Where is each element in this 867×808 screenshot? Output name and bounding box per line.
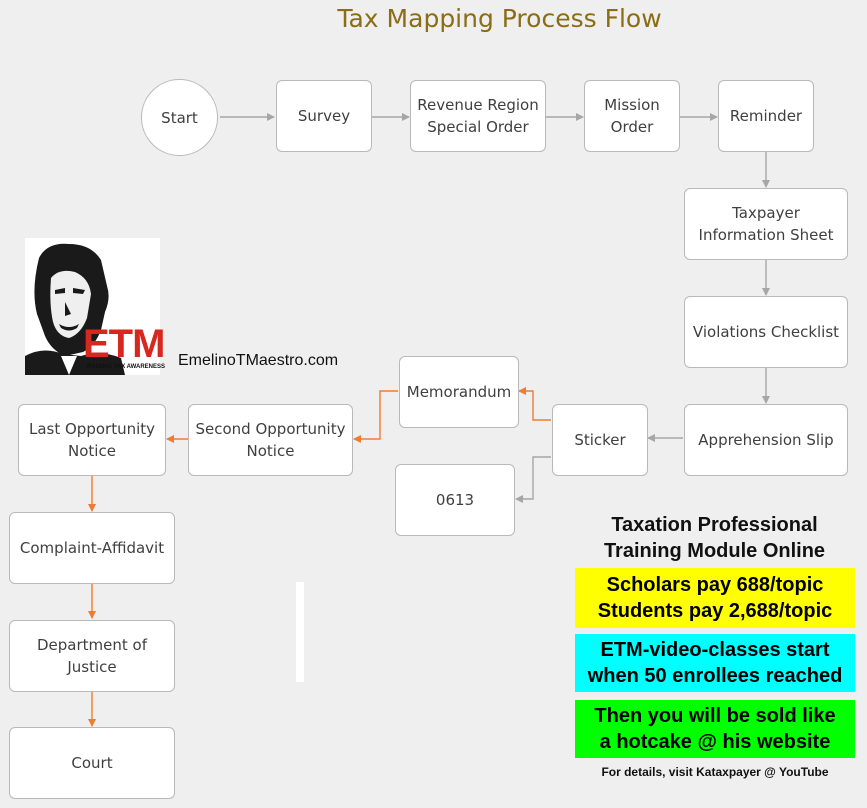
node-apprehension-label: Apprehension Slip: [698, 431, 834, 449]
promo-box-pricing-line2: Students pay 2,688/topic: [597, 600, 833, 622]
node-mission-order: Mission Order: [584, 80, 680, 152]
node-sticker-label: Sticker: [574, 431, 626, 449]
node-start-label: Start: [161, 108, 198, 127]
portrait-silhouette-icon: [25, 238, 160, 375]
etm-logo: ETM RAISING TAX AWARENESS: [25, 238, 165, 375]
node-second-label-line2: Notice: [246, 442, 295, 460]
promo-box-pricing: Scholars pay 688/topic Students pay 2,68…: [575, 568, 855, 628]
website-label: EmelinoTMaestro.com: [178, 352, 339, 369]
page-title: Tax Mapping Process Flow: [337, 4, 662, 33]
node-revenue-region-special-order: Revenue Region Special Order: [410, 80, 546, 152]
promo-box-hotcake-line2: a hotcake @ his website: [599, 731, 831, 753]
node-mission-label-line2: Order: [610, 118, 654, 136]
node-doj-label-line1: Department of: [37, 636, 147, 654]
promo-heading: Taxation Professional Training Module On…: [574, 512, 855, 564]
logo-etm-text: ETM: [83, 322, 165, 366]
logo-tagline: RAISING TAX AWARENESS: [87, 364, 166, 370]
promo-box-classes: ETM-video-classes start when 50 enrollee…: [575, 634, 855, 692]
node-rrso-label-line1: Revenue Region: [417, 96, 539, 114]
node-0613: 0613: [395, 464, 515, 536]
node-survey-label: Survey: [297, 107, 351, 125]
node-complaint-label: Complaint-Affidavit: [19, 539, 165, 557]
node-taxpayer-information-sheet: Taxpayer Information Sheet: [684, 188, 848, 260]
node-violations-checklist: Violations Checklist: [684, 296, 848, 368]
node-complaint-affidavit: Complaint-Affidavit: [9, 512, 175, 584]
node-last-opportunity-notice: Last Opportunity Notice: [18, 404, 166, 476]
node-mission-label-line1: Mission: [604, 96, 660, 114]
node-second-opportunity-notice: Second Opportunity Notice: [188, 404, 353, 476]
node-tis-label-line2: Information Sheet: [698, 226, 834, 244]
node-apprehension-slip: Apprehension Slip: [684, 404, 848, 476]
node-court-label: Court: [71, 754, 113, 772]
arrow-memorandum-second: [353, 390, 398, 443]
promo-box-pricing-line1: Scholars pay 688/topic: [606, 574, 824, 596]
node-start: Start: [141, 79, 218, 156]
node-department-of-justice: Department of Justice: [9, 620, 175, 692]
arrow-sticker-memorandum: [518, 387, 551, 421]
arrow-sticker-0613: [515, 456, 551, 503]
node-reminder-label: Reminder: [729, 107, 803, 125]
node-doj-label-line2: Justice: [67, 658, 117, 676]
node-memorandum-label: Memorandum: [406, 383, 512, 401]
node-last-label-line1: Last Opportunity: [28, 420, 156, 438]
node-second-label-line1: Second Opportunity: [195, 420, 346, 438]
node-survey: Survey: [276, 80, 372, 152]
node-violations-label: Violations Checklist: [692, 323, 840, 341]
node-reminder: Reminder: [718, 80, 814, 152]
promo-footer: For details, visit Kataxpayer @ YouTube: [601, 765, 829, 779]
node-rrso-label-line2: Special Order: [427, 118, 529, 136]
node-0613-label: 0613: [435, 491, 475, 509]
promo-box-hotcake-line1: Then you will be sold like: [594, 705, 836, 727]
node-memorandum: Memorandum: [399, 356, 519, 428]
promo-box-hotcake: Then you will be sold like a hotcake @ h…: [575, 700, 855, 758]
promo-heading-line1: Taxation Professional: [611, 514, 818, 536]
node-tis-label-line1: Taxpayer: [732, 204, 800, 222]
node-sticker: Sticker: [552, 404, 648, 476]
promo-heading-line2: Training Module Online: [603, 540, 826, 562]
node-court: Court: [9, 727, 175, 799]
white-divider: [296, 582, 304, 682]
promo-box-classes-line2: when 50 enrollees reached: [587, 665, 843, 687]
promo-box-classes-line1: ETM-video-classes start: [600, 639, 830, 661]
node-last-label-line2: Notice: [68, 442, 116, 460]
